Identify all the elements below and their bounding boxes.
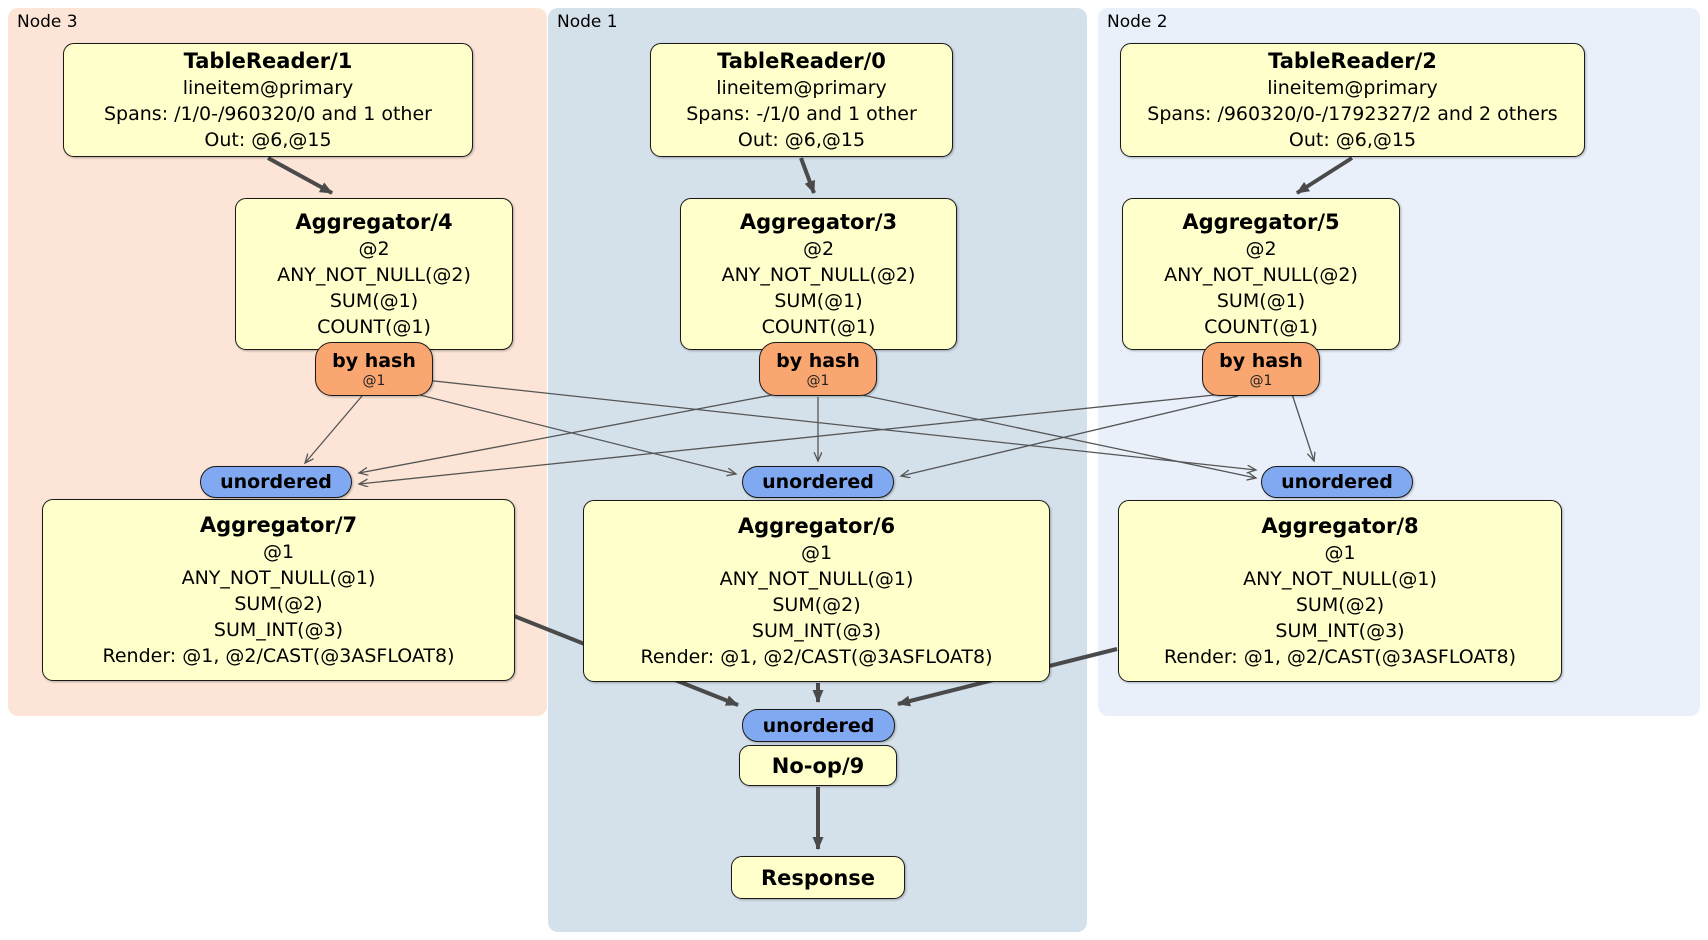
processor-detail-line: COUNT(@1) bbox=[317, 316, 431, 338]
processor-title: Aggregator/4 bbox=[295, 210, 453, 234]
processor-detail-line: @1 bbox=[800, 542, 833, 564]
edge-hash-router-3-to-unordered-8 bbox=[847, 391, 1256, 478]
processor-detail-line: lineitem@primary bbox=[182, 77, 354, 99]
processor-detail-line: SUM_INT(@3) bbox=[213, 619, 344, 641]
router-label: by hash bbox=[332, 349, 416, 372]
processor-detail-line: Spans: -/1/0 and 1 other bbox=[686, 103, 917, 125]
processor-title: Aggregator/8 bbox=[1261, 514, 1419, 538]
processor-detail-line: ANY_NOT_NULL(@2) bbox=[277, 264, 471, 286]
processor-detail-line: SUM(@1) bbox=[329, 290, 419, 312]
processor-detail-line: ANY_NOT_NULL(@2) bbox=[1164, 264, 1358, 286]
unordered-6: unordered bbox=[742, 466, 894, 498]
edge-hash-router-3-to-unordered-7 bbox=[359, 391, 789, 473]
processor-detail-line: Spans: /1/0-/960320/0 and 1 other bbox=[104, 103, 432, 125]
processor-detail-line: Spans: /960320/0-/1792327/2 and 2 others bbox=[1147, 103, 1558, 125]
sync-label: unordered bbox=[220, 471, 332, 493]
edge-tablereader-2-to-aggregator-5 bbox=[1295, 156, 1354, 195]
edge-hash-router-4-to-unordered-7 bbox=[305, 395, 363, 463]
processor-detail-line: Out: @6,@15 bbox=[737, 129, 866, 151]
router-hash-columns: @1 bbox=[806, 372, 830, 389]
processor-detail-line: @2 bbox=[358, 238, 390, 260]
processor-detail-line: SUM(@2) bbox=[234, 593, 323, 615]
processor-detail-line: @1 bbox=[262, 541, 295, 563]
sync-label: unordered bbox=[1281, 471, 1393, 493]
processor-detail-line: SUM_INT(@3) bbox=[1275, 620, 1405, 642]
processor-detail-line: ANY_NOT_NULL(@1) bbox=[719, 568, 914, 590]
sync-label: unordered bbox=[762, 471, 874, 493]
processor-detail-line: SUM(@2) bbox=[772, 594, 861, 616]
router-label: by hash bbox=[776, 349, 860, 372]
edge-tablereader-1-to-aggregator-4 bbox=[267, 156, 333, 195]
processor-detail-line: Render: @1, @2/CAST(@3ASFLOAT8) bbox=[102, 645, 455, 667]
processor-detail-line: SUM(@2) bbox=[1295, 594, 1385, 616]
router-label: by hash bbox=[1219, 349, 1303, 372]
processor-detail-line: lineitem@primary bbox=[716, 77, 887, 99]
processor-title: Aggregator/5 bbox=[1182, 210, 1340, 234]
unordered-7: unordered bbox=[200, 466, 352, 498]
edge-hash-router-5-to-unordered-8 bbox=[1291, 393, 1314, 461]
processor-detail-line: lineitem@primary bbox=[1267, 77, 1438, 99]
edge-hash-router-5-to-unordered-7 bbox=[359, 393, 1225, 484]
processor-title: No-op/9 bbox=[771, 753, 865, 778]
processor-title: Aggregator/7 bbox=[199, 513, 358, 537]
unordered-final: unordered bbox=[742, 709, 895, 742]
region-label-node1: Node 1 bbox=[557, 12, 618, 32]
processor-detail-line: Render: @1, @2/CAST(@3ASFLOAT8) bbox=[1164, 646, 1516, 668]
processor-detail-line: Out: @6,@15 bbox=[1288, 129, 1417, 151]
processor-title: Aggregator/6 bbox=[737, 514, 896, 538]
processor-detail-line: COUNT(@1) bbox=[1204, 316, 1318, 338]
edge-hash-router-4-to-unordered-8 bbox=[424, 379, 1256, 470]
processor-title: TableReader/0 bbox=[717, 49, 886, 73]
processor-noop-9: No-op/9 bbox=[739, 745, 897, 786]
sync-label: unordered bbox=[762, 714, 875, 737]
hash-router-3: by hash@1 bbox=[759, 342, 877, 396]
hash-router-4: by hash@1 bbox=[315, 342, 433, 396]
processor-title: TableReader/2 bbox=[1268, 49, 1437, 73]
processor-title: Response bbox=[760, 865, 876, 890]
processor-detail-line: SUM(@1) bbox=[1216, 290, 1306, 312]
processor-title: Aggregator/3 bbox=[739, 210, 898, 234]
processor-detail-line: @2 bbox=[802, 238, 835, 260]
processor-detail-line: Out: @6,@15 bbox=[204, 129, 332, 151]
router-hash-columns: @1 bbox=[362, 372, 386, 389]
processor-detail-line: ANY_NOT_NULL(@1) bbox=[1243, 568, 1437, 590]
processor-detail-line: SUM(@1) bbox=[774, 290, 863, 312]
unordered-8: unordered bbox=[1261, 466, 1413, 498]
edge-tablereader-0-to-aggregator-3 bbox=[799, 157, 816, 194]
processor-detail-line: COUNT(@1) bbox=[761, 316, 876, 338]
processor-detail-line: ANY_NOT_NULL(@1) bbox=[181, 567, 376, 589]
region-label-node3: Node 3 bbox=[17, 12, 78, 32]
processor-detail-line: Render: @1, @2/CAST(@3ASFLOAT8) bbox=[640, 646, 993, 668]
hash-router-5: by hash@1 bbox=[1202, 342, 1320, 396]
processor-detail-line: SUM_INT(@3) bbox=[751, 620, 882, 642]
edge-hash-router-5-to-unordered-6 bbox=[901, 395, 1239, 476]
router-hash-columns: @1 bbox=[1249, 372, 1273, 389]
processor-response: Response bbox=[731, 856, 905, 899]
processor-detail-line: @1 bbox=[1324, 542, 1356, 564]
processor-title: TableReader/1 bbox=[183, 49, 353, 73]
region-label-node2: Node 2 bbox=[1107, 12, 1168, 32]
processor-detail-line: ANY_NOT_NULL(@2) bbox=[721, 264, 916, 286]
processor-detail-line: @2 bbox=[1245, 238, 1277, 260]
